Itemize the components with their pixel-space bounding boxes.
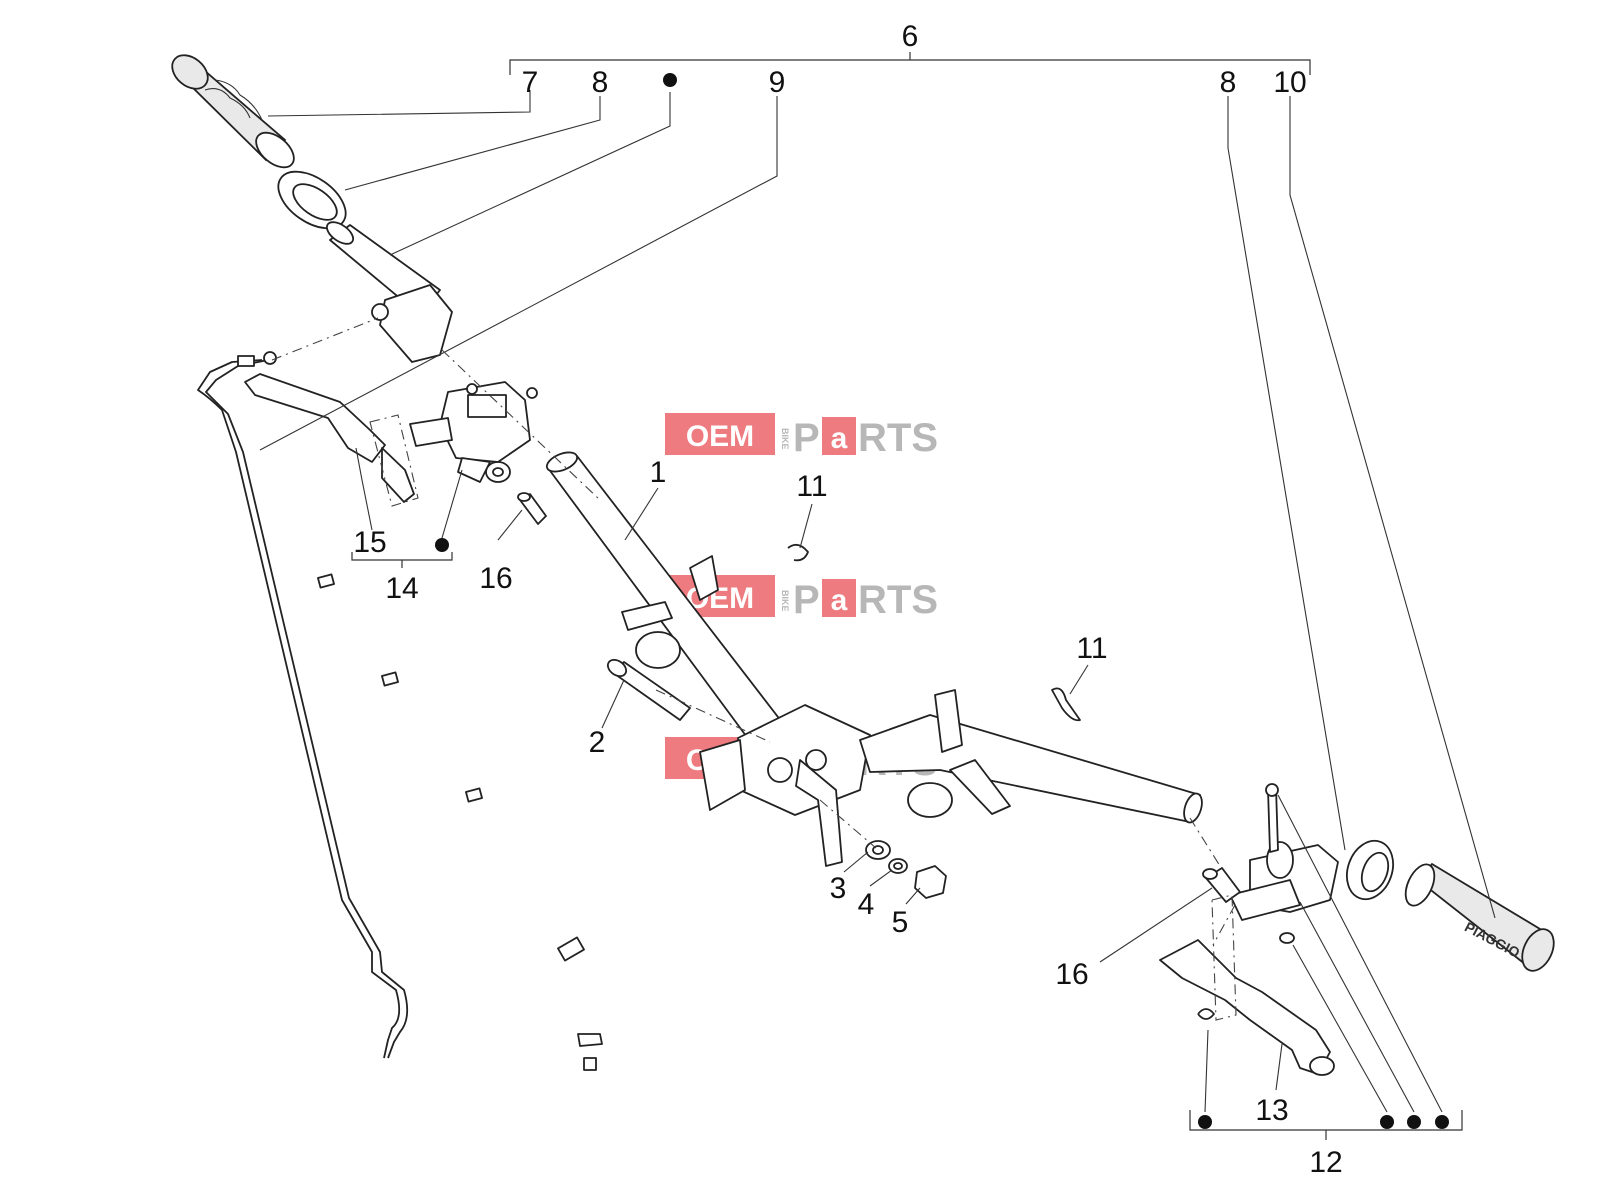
group-bracket-6 [509, 52, 1311, 75]
bolt-2 [606, 658, 691, 721]
watermark-2: OEM BIKE P a RTS [665, 575, 938, 622]
nut-5 [914, 865, 947, 899]
label-16-left: 16 [479, 562, 512, 595]
grip-ring-8-left [277, 170, 347, 230]
svg-text:RTS: RTS [858, 416, 938, 460]
label-11-upper: 11 [796, 470, 827, 503]
master-cylinder [409, 381, 538, 483]
svg-text:BIKE: BIKE [780, 590, 790, 612]
label-3: 3 [830, 872, 847, 905]
group-bracket-12 [1189, 1110, 1463, 1140]
label-14: 14 [385, 572, 418, 605]
label-9: 9 [769, 66, 786, 99]
leader-lines [259, 90, 1496, 1113]
brake-lever-15 [244, 373, 415, 503]
brake-switch-16-right [1202, 867, 1241, 903]
label-1: 1 [650, 456, 667, 489]
throttle-sleeve [325, 221, 453, 363]
rear-brake-lever-13 [1159, 939, 1335, 1076]
bullet-12-d [1435, 1115, 1449, 1129]
label-5: 5 [892, 906, 909, 939]
washer-3 [865, 840, 891, 860]
bullet-top [663, 73, 677, 87]
bullet-14 [435, 538, 449, 552]
svg-text:a: a [831, 422, 848, 455]
label-16-right: 16 [1055, 958, 1088, 991]
svg-text:RTS: RTS [858, 578, 938, 622]
washer-4 [888, 858, 908, 874]
left-grip-7 [171, 54, 295, 169]
svg-text:P: P [793, 578, 820, 622]
alignment-lines [271, 317, 1236, 946]
brake-switch-16-left [517, 492, 547, 525]
group-bracket-14 [351, 552, 453, 568]
label-6: 6 [902, 20, 919, 53]
right-grip-10: PIAGGIO [1404, 862, 1555, 972]
small-spring [1197, 1008, 1215, 1020]
clip-11-lower [1051, 687, 1081, 722]
label-13: 13 [1255, 1094, 1288, 1127]
handlebar-tube [545, 451, 1203, 867]
watermark-1: OEM BIKE P a RTS [665, 413, 938, 460]
label-2: 2 [589, 726, 606, 759]
bullet-12-b [1380, 1115, 1394, 1129]
label-7: 7 [522, 66, 539, 99]
svg-text:BIKE: BIKE [780, 428, 790, 450]
clip-11-upper [787, 543, 809, 562]
small-washer [1279, 932, 1295, 944]
svg-text:OEM: OEM [686, 420, 754, 453]
grip-ring-8-right [1346, 839, 1394, 901]
bullet-12-c [1407, 1115, 1421, 1129]
label-4: 4 [858, 888, 875, 921]
label-11-lower: 11 [1076, 632, 1107, 665]
label-12: 12 [1309, 1146, 1342, 1179]
label-10: 10 [1273, 66, 1306, 99]
bullet-12-a [1198, 1115, 1212, 1129]
label-8-left: 8 [592, 66, 609, 99]
label-15: 15 [353, 526, 386, 559]
label-8-right: 8 [1220, 66, 1237, 99]
svg-text:a: a [831, 584, 848, 617]
right-lever-bracket [1229, 783, 1339, 921]
svg-text:P: P [793, 416, 820, 460]
brake-cable [197, 351, 603, 1071]
